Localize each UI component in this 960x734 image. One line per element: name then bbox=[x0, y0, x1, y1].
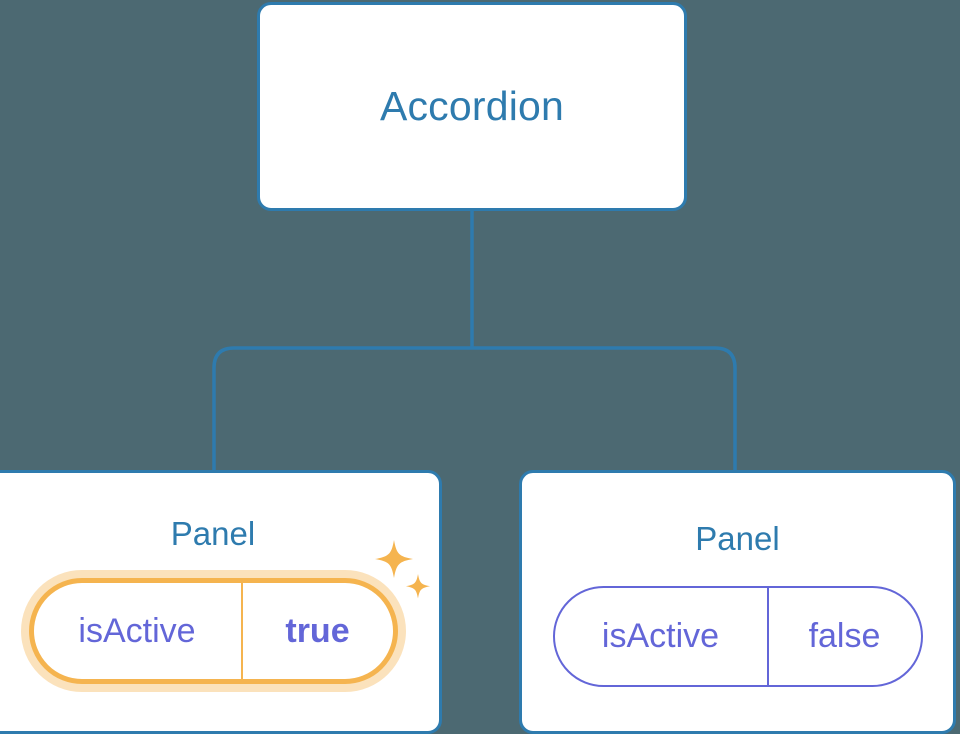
node-panel-active-title: Panel bbox=[170, 515, 256, 552]
prop-pill-inactive-wrap: isActive false bbox=[552, 586, 923, 687]
prop-key: isActive bbox=[78, 611, 196, 650]
prop-key: isActive bbox=[601, 617, 720, 655]
prop-value: false bbox=[766, 588, 921, 685]
prop-pill-isactive-true[interactable]: isActive true bbox=[28, 578, 398, 684]
connector-branches bbox=[212, 346, 737, 470]
node-accordion-title: Accordion bbox=[379, 83, 565, 129]
node-panel-inactive-title: Panel bbox=[695, 520, 780, 557]
prop-pill-active-wrap: isActive true bbox=[28, 540, 430, 684]
node-panel-inactive[interactable]: Panel isActive false bbox=[519, 470, 956, 734]
prop-value: true bbox=[240, 583, 393, 679]
prop-pill-isactive-false[interactable]: isActive false bbox=[552, 586, 923, 687]
node-accordion[interactable]: Accordion bbox=[257, 2, 687, 211]
node-panel-active[interactable]: Panel isActive true bbox=[0, 470, 442, 734]
